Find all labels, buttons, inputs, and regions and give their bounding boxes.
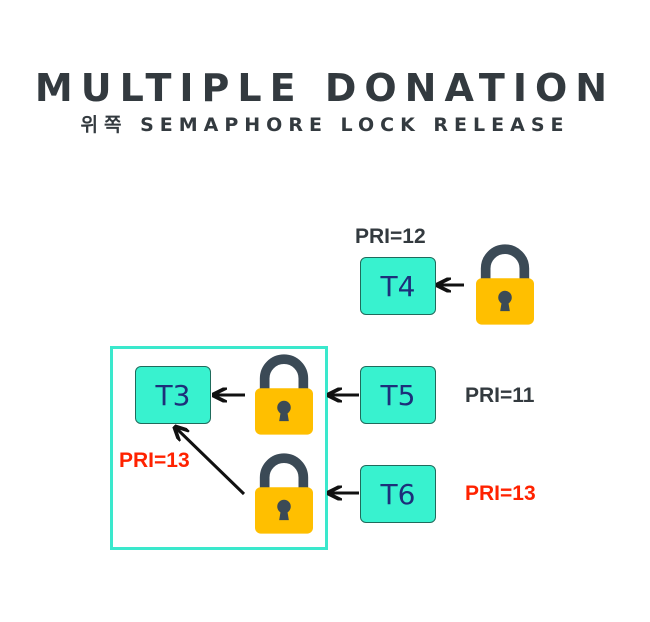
t4-priority-label: PRI=12 [355, 225, 426, 248]
t5-priority-label: PRI=11 [465, 384, 535, 407]
donation-group-box [110, 346, 328, 550]
t3-donated-priority-label: PRI=13 [119, 449, 190, 472]
task-t4: T4 [360, 257, 436, 315]
title: MULTIPLE DONATION [34, 66, 616, 110]
lock-icon [255, 359, 313, 434]
task-t5: T5 [360, 366, 436, 424]
lock-icon [476, 249, 534, 324]
subtitle: 위쪽 SEMAPHORE LOCK RELEASE [80, 114, 570, 136]
donation-arrow-icon [176, 428, 246, 496]
task-t3: T3 [135, 366, 211, 424]
t6-priority-label: PRI=13 [465, 482, 536, 505]
lock-icon [255, 458, 313, 533]
task-t6: T6 [360, 465, 436, 523]
